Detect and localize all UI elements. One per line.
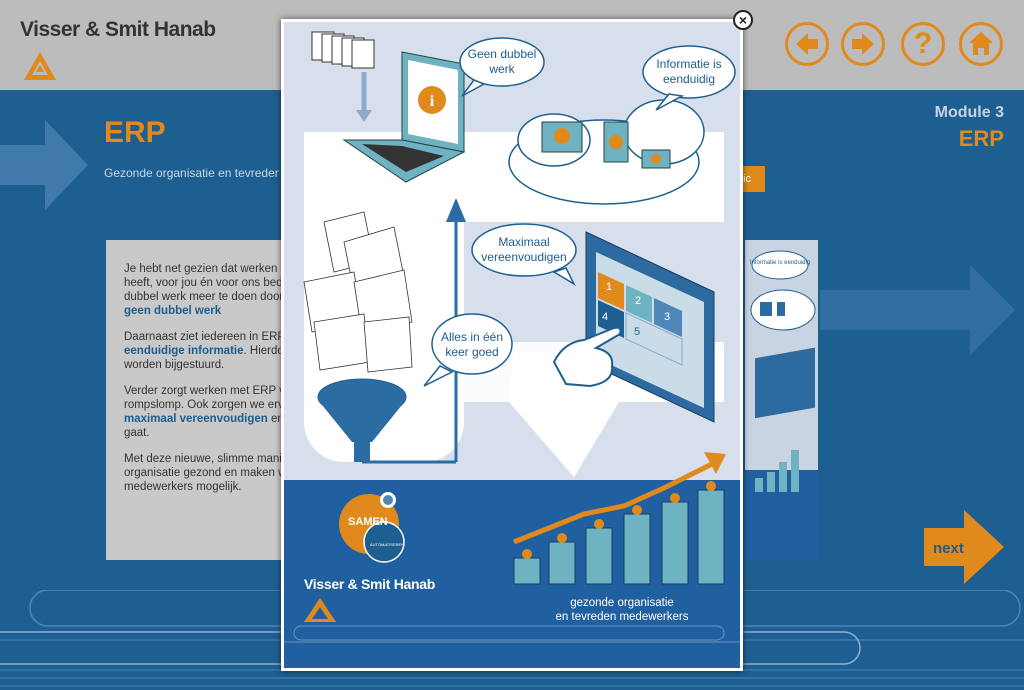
bubble-maximaal-vereenvoudigen: Maximaal vereenvoudigen — [481, 235, 567, 264]
samen-label: SAMEN — [348, 516, 388, 528]
paragraph-2: Daarnaast ziet iedereen in ERP dezelfde … — [124, 331, 282, 371]
grid-numbers: 1 2 3 4 5 — [602, 281, 670, 338]
paragraph-3: Verder zorgt werken met ERP voor minder … — [124, 385, 282, 439]
grid-cell-4: 4 — [602, 311, 608, 323]
text-panel: Je hebt net gezien dat werken met ERP ve… — [106, 240, 282, 560]
bubble-alles-in-een-keer-goed: Alles in één keer goed — [440, 330, 504, 359]
orange-tab[interactable]: nic — [743, 166, 765, 192]
samen-sub: AUTOMATISEREN — [370, 542, 404, 547]
paragraph-1: Je hebt net gezien dat werken met ERP ve… — [124, 263, 282, 317]
close-icon: × — [738, 12, 748, 28]
bubble-informatie-eenduidig: Informatie is eenduidig — [656, 57, 722, 86]
help-button[interactable]: ? — [901, 22, 945, 66]
paper-pile-icon — [303, 211, 413, 373]
module-label: Module 3 — [934, 104, 1004, 121]
recycle-logo-icon — [24, 52, 56, 80]
back-button[interactable] — [785, 22, 829, 66]
growth-caption: gezonde organisatie en tevreden medewerk… — [555, 597, 689, 623]
footer-recycle-logo-icon — [304, 598, 336, 622]
next-label[interactable]: next — [933, 540, 964, 557]
infographic-modal: i — [281, 19, 743, 671]
infographic-image: i — [284, 22, 740, 668]
page-subtitle: Gezonde organisatie en tevreden medewerk… — [104, 166, 279, 180]
erp-infographic: i — [284, 31, 740, 668]
infographic-thumbnail[interactable]: Informatie is eenduidig — [745, 240, 818, 560]
tablet-grid-icon — [585, 231, 715, 423]
large-arrow-right-icon — [0, 120, 88, 210]
documents-icon — [311, 31, 375, 69]
pointing-hand-icon — [552, 326, 622, 388]
thumbnail-graphic: Informatie is eenduidig — [745, 240, 818, 560]
thumbnail-bubble-text: Informatie is eenduidig — [750, 260, 810, 266]
help-icon: ? — [913, 27, 933, 60]
module-name: ERP — [958, 126, 1004, 151]
arrow-left-icon — [796, 33, 818, 55]
arrow-right-icon — [852, 33, 874, 55]
cloud-devices-icon — [508, 99, 705, 205]
grid-cell-5: 5 — [634, 326, 640, 338]
laptop-icon: i — [342, 51, 466, 183]
grid-cell-3: 3 — [664, 311, 670, 323]
faded-arrow-right-icon — [820, 265, 1015, 355]
footer-brand: Visser & Smit Hanab — [304, 576, 435, 592]
grid-cell-1: 1 — [606, 281, 612, 293]
growth-arrow-line — [513, 459, 718, 545]
grid-cell-2: 2 — [635, 295, 641, 307]
forward-button[interactable] — [841, 22, 885, 66]
next-button[interactable] — [924, 510, 1004, 584]
samen-logo: SAMEN AUTOMATISEREN — [339, 492, 405, 563]
home-icon — [969, 32, 993, 55]
growth-bars-icon — [513, 481, 725, 585]
svg-text:i: i — [430, 93, 435, 110]
brand-name: Visser & Smit Hanab — [20, 18, 216, 41]
bubble-geen-dubbel-werk: Geen dubbel werk — [467, 47, 537, 76]
page-title: ERP — [104, 116, 166, 149]
home-button[interactable] — [959, 22, 1003, 66]
close-button[interactable]: × — [733, 10, 753, 30]
growth-arrow-head — [704, 452, 726, 474]
paragraph-4: Met deze nieuwe, slimme manier van werke… — [124, 453, 282, 493]
